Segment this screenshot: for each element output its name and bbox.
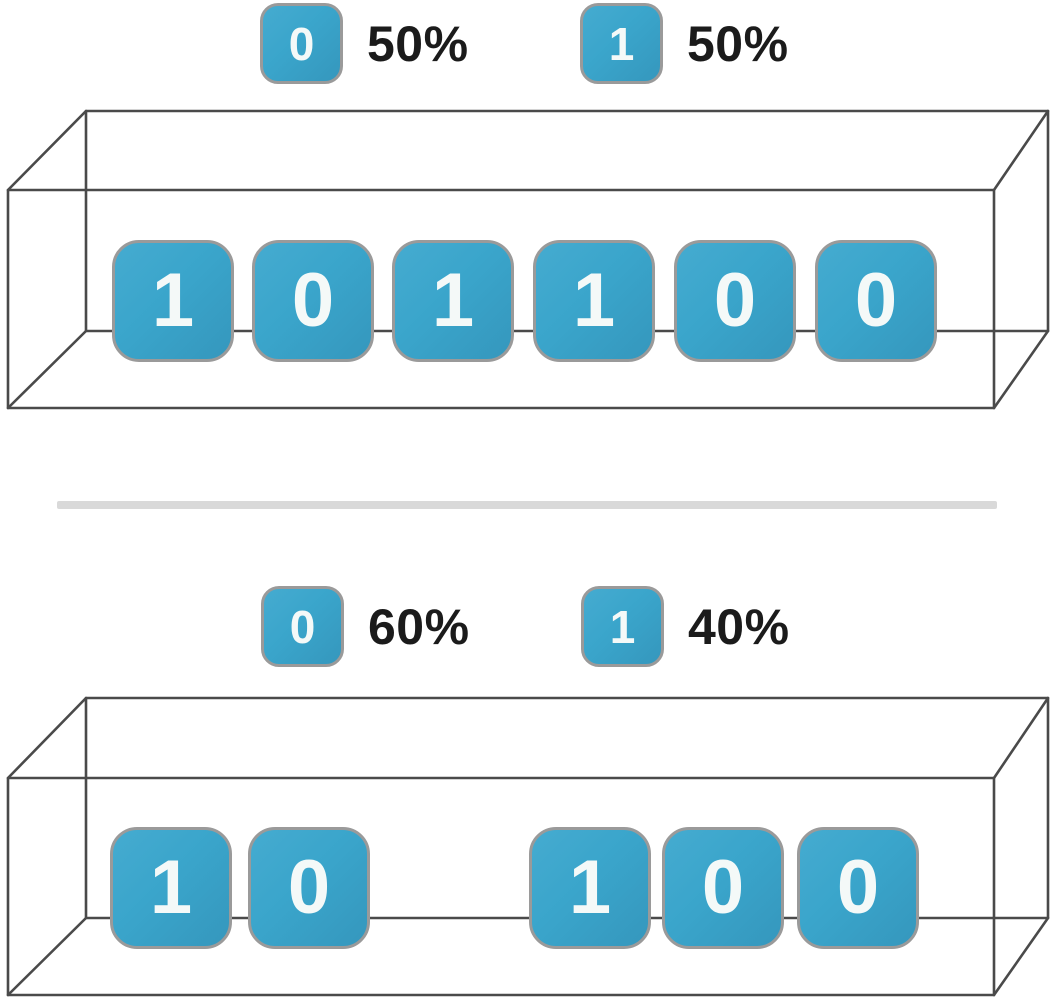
bit-tile: 0 bbox=[674, 240, 796, 362]
bit-tile: 1 bbox=[392, 240, 514, 362]
bit-tile: 1 bbox=[529, 827, 651, 949]
legend-one-percent: 40% bbox=[688, 598, 790, 655]
legend-one-tile: 1 bbox=[581, 586, 664, 667]
bit-tile: 0 bbox=[815, 240, 937, 362]
top-box-connector-edges bbox=[6, 109, 1050, 410]
bit-tile: 0 bbox=[662, 827, 784, 949]
bit-tile: 0 bbox=[797, 827, 919, 949]
legend-one-percent: 50% bbox=[687, 15, 789, 72]
legend-zero-percent: 60% bbox=[368, 598, 470, 655]
legend-zero-tile: 0 bbox=[260, 3, 343, 84]
section-divider bbox=[57, 501, 997, 509]
legend-one-tile: 1 bbox=[580, 3, 663, 84]
legend-zero-tile: 0 bbox=[261, 586, 344, 667]
bit-tile: 1 bbox=[110, 827, 232, 949]
bit-tile: 1 bbox=[533, 240, 655, 362]
legend-zero-percent: 50% bbox=[367, 15, 469, 72]
bottom-buffer-box-wireframe bbox=[6, 696, 1050, 997]
bit-tile: 1 bbox=[112, 240, 234, 362]
legend-zero-symbol: 0 bbox=[288, 17, 315, 70]
legend-one-symbol: 1 bbox=[609, 600, 636, 653]
bottom-legend-item-one: 1 40% bbox=[581, 586, 790, 667]
legend-zero-symbol: 0 bbox=[289, 600, 316, 653]
bottom-legend-item-zero: 0 60% bbox=[261, 586, 470, 667]
bit-tile: 0 bbox=[252, 240, 374, 362]
top-legend-item-zero: 0 50% bbox=[260, 3, 469, 84]
bit-tile: 0 bbox=[248, 827, 370, 949]
top-buffer-box-wireframe bbox=[6, 109, 1050, 410]
bottom-box-connector-edges bbox=[6, 696, 1050, 997]
legend-one-symbol: 1 bbox=[608, 17, 635, 70]
top-legend-item-one: 1 50% bbox=[580, 3, 789, 84]
